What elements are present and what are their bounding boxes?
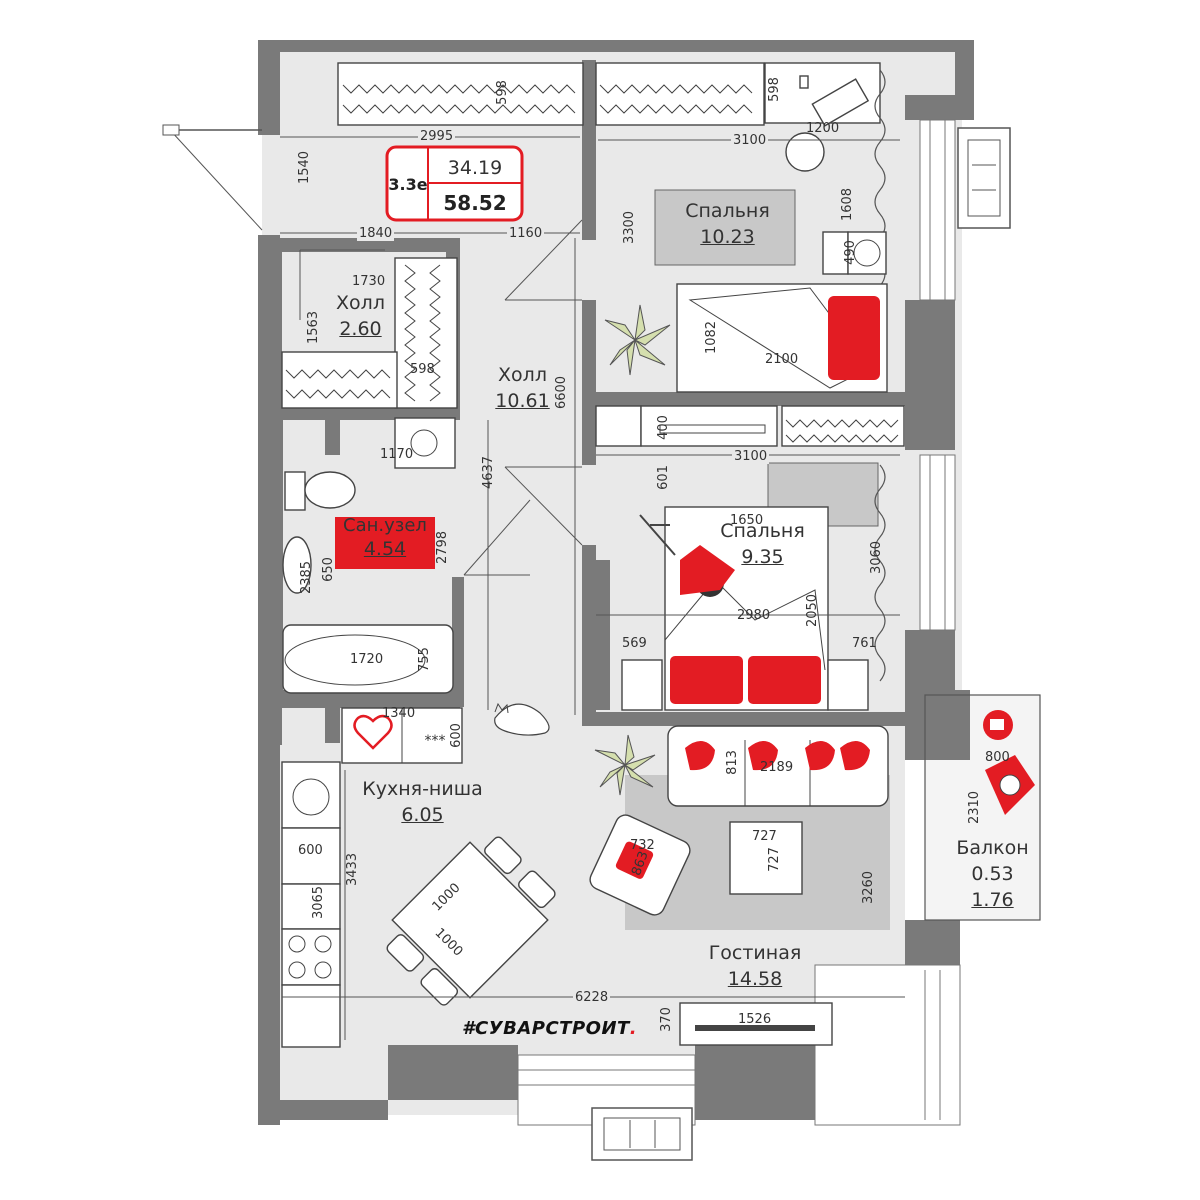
hall-main-doors <box>463 219 583 576</box>
ac-unit-bottom <box>591 1107 693 1161</box>
living-furniture <box>589 725 890 1046</box>
stove-icon <box>288 935 332 979</box>
walls <box>258 40 974 1125</box>
apartment-floor <box>262 45 962 1115</box>
kitchen-furniture: *** <box>281 707 556 1048</box>
cup-icon <box>983 710 1013 740</box>
bathroom-furniture <box>282 417 456 694</box>
area-summary: 3.3е 34.19 58.52 <box>385 145 524 222</box>
ac-unit-right <box>957 127 1011 229</box>
wardrobe-hall-top <box>337 62 584 126</box>
person-icon <box>639 514 735 597</box>
plant-icon <box>594 734 656 796</box>
wardrobe-hall-small-vertical <box>394 257 458 409</box>
cat-icon <box>494 702 550 736</box>
wardrobe-bedroom-2 <box>781 405 905 447</box>
plant-icon <box>604 304 671 376</box>
bedroom-1-furniture <box>654 62 888 393</box>
washer-icon <box>410 429 438 457</box>
wardrobe-hall-small-horizontal <box>281 351 398 409</box>
dish-dots: *** <box>425 733 446 749</box>
bedroom-2-furniture <box>595 405 886 711</box>
window-living-bottom <box>517 964 961 1126</box>
heart-icon <box>353 714 393 750</box>
washer-icon <box>292 778 330 816</box>
apartment-type-code: 3.3е <box>388 175 427 194</box>
balcony-furniture <box>924 694 1041 921</box>
wardrobe-bedroom-1 <box>595 62 765 126</box>
window-bedroom-1 <box>919 119 956 301</box>
hall-entry-door <box>299 249 385 320</box>
total-area-value: 58.52 <box>443 191 506 215</box>
living-area-value: 34.19 <box>448 157 502 179</box>
entry-door <box>162 124 263 231</box>
window-bedroom-2 <box>919 454 956 631</box>
